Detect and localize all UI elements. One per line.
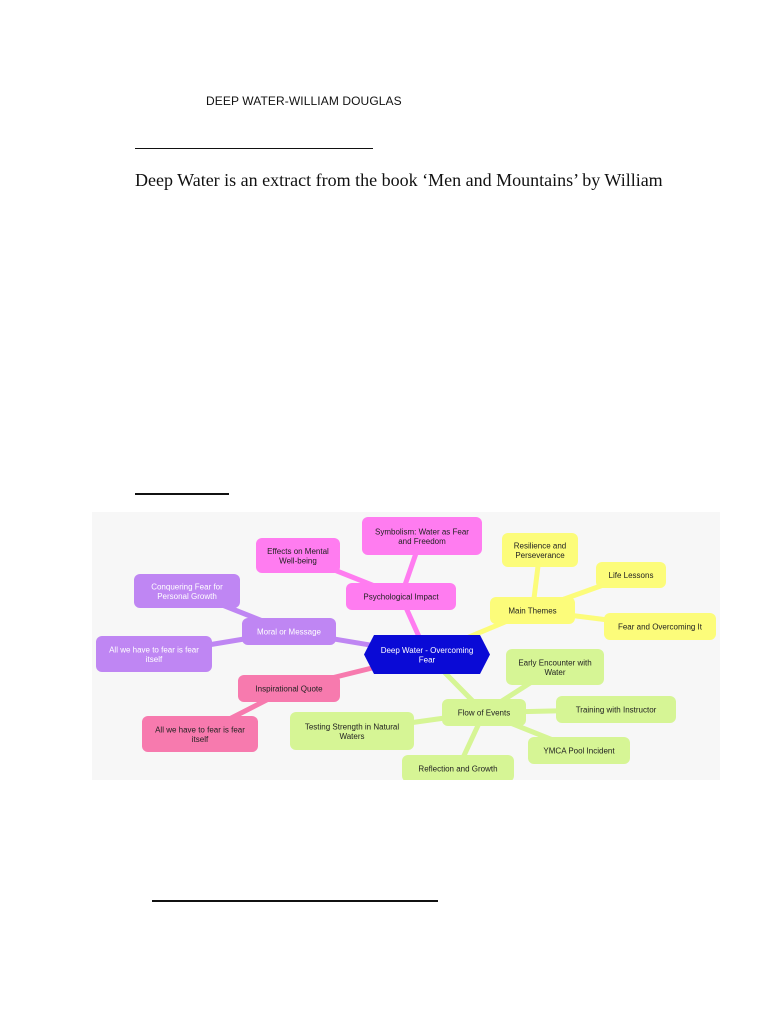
node-training: Training with Instructor: [556, 696, 676, 723]
node-shape-ymca: [528, 737, 630, 764]
node-label-testing: Waters: [339, 732, 364, 741]
node-label-allwe2: itself: [192, 735, 209, 744]
node-label-effects: Well-being: [279, 556, 317, 565]
node-quote: Inspirational Quote: [238, 675, 340, 702]
node-shape-life: [596, 562, 666, 588]
node-label-testing: Testing Strength in Natural: [305, 722, 399, 731]
node-label-conquering: Conquering Fear for: [151, 582, 223, 591]
node-label-psych: Psychological Impact: [363, 593, 439, 602]
node-label-quote: Inspirational Quote: [255, 685, 323, 694]
node-label-flow: Flow of Events: [458, 709, 510, 718]
node-life: Life Lessons: [596, 562, 666, 588]
node-label-fear-over: Fear and Overcoming It: [618, 623, 703, 632]
node-themes: Main Themes: [490, 597, 575, 624]
node-ymca: YMCA Pool Incident: [528, 737, 630, 764]
node-shape-effects: [256, 538, 340, 573]
node-label-early: Early Encounter with: [518, 658, 591, 667]
node-label-life: Life Lessons: [609, 571, 654, 580]
node-shape-conquering: [134, 574, 240, 608]
node-label-symbolism: and Freedom: [398, 537, 446, 546]
node-label-allwe2: All we have to fear is fear: [155, 725, 245, 734]
node-label-center: Fear: [419, 655, 436, 664]
node-shape-reflection: [402, 755, 514, 780]
document-title: DEEP WATER-WILLIAM DOUGLAS: [206, 94, 402, 108]
node-label-resilience: Resilience and: [514, 541, 566, 550]
node-shape-symbolism: [362, 517, 482, 555]
node-shape-allwe1: [96, 636, 212, 672]
node-label-moral: Moral or Message: [257, 628, 322, 637]
node-shape-quote: [238, 675, 340, 702]
node-shape-flow: [442, 699, 526, 726]
title-underline: [135, 148, 373, 149]
node-reflection: Reflection and Growth: [402, 755, 514, 780]
node-shape-early: [506, 649, 604, 685]
node-label-resilience: Perseverance: [515, 551, 565, 560]
node-label-allwe1: All we have to fear is fear: [109, 645, 199, 654]
node-fear-over: Fear and Overcoming It: [604, 613, 716, 640]
intro-paragraph: Deep Water is an extract from the book ‘…: [135, 170, 663, 190]
node-flow: Flow of Events: [442, 699, 526, 726]
node-shape-fear-over: [604, 613, 716, 640]
node-psych: Psychological Impact: [346, 583, 456, 610]
node-label-ymca: YMCA Pool Incident: [543, 747, 615, 756]
node-label-symbolism: Symbolism: Water as Fear: [375, 527, 469, 536]
node-shape-psych: [346, 583, 456, 610]
section-underline-bottom: [152, 900, 438, 902]
node-label-themes: Main Themes: [508, 607, 556, 616]
node-moral: Moral or Message: [242, 618, 336, 645]
node-label-training: Training with Instructor: [576, 706, 657, 715]
node-label-reflection: Reflection and Growth: [418, 765, 497, 774]
node-label-center: Deep Water - Overcoming: [381, 646, 474, 655]
node-shape-moral: [242, 618, 336, 645]
section-underline-short: [135, 493, 229, 495]
node-label-early: Water: [544, 668, 565, 677]
node-shape-center: [364, 635, 490, 674]
node-shape-testing: [290, 712, 414, 750]
node-label-allwe1: itself: [146, 655, 163, 664]
node-shape-allwe2: [142, 716, 258, 752]
node-shape-themes: [490, 597, 575, 624]
node-label-conquering: Personal Growth: [157, 592, 217, 601]
node-shape-resilience: [502, 533, 578, 567]
node-label-effects: Effects on Mental: [267, 547, 329, 556]
node-shape-training: [556, 696, 676, 723]
